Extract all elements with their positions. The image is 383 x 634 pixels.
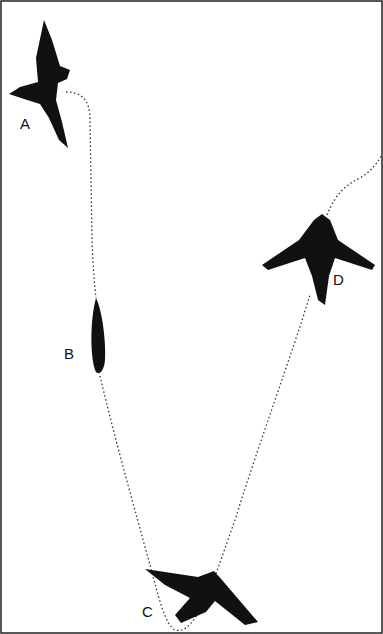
falcon-silhouette <box>262 214 375 305</box>
position-letter: C <box>142 604 153 619</box>
falcon-silhouette <box>9 20 70 148</box>
falcon-silhouette <box>91 298 105 373</box>
position-letter: A <box>20 116 30 131</box>
position-letter: D <box>333 272 344 287</box>
falcon-silhouette <box>145 569 258 625</box>
flight-path <box>66 92 96 298</box>
position-letter: B <box>64 346 74 361</box>
flight-path <box>327 155 382 215</box>
flight-path <box>100 295 310 630</box>
